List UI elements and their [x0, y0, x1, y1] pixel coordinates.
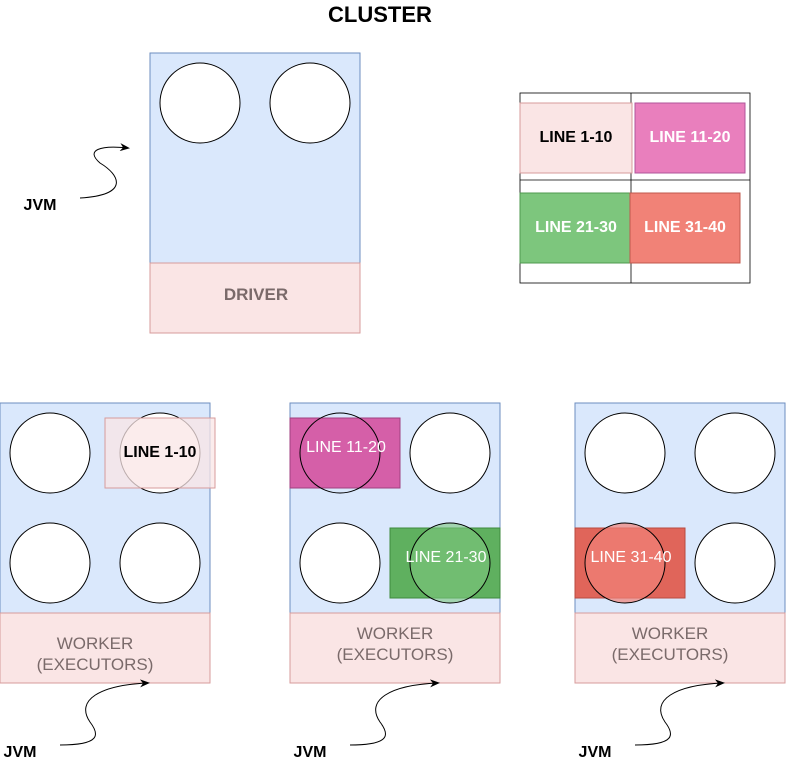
partition-1-box — [519, 102, 633, 174]
driver-footer — [149, 262, 361, 334]
grid-outline — [519, 92, 751, 284]
worker-label-sub: (EXECUTORS) — [37, 655, 154, 674]
partition-4-label: LINE 31-40 — [644, 219, 726, 236]
worker-label: WORKER — [357, 624, 434, 643]
driver-node: DRIVER — [149, 52, 361, 334]
worker-footer — [289, 612, 501, 684]
partition-2-box — [289, 417, 401, 489]
worker-footer — [574, 612, 786, 684]
worker-3-jvm-arrow — [634, 679, 725, 746]
executor-core-circle — [9, 412, 91, 494]
executor-core-circle — [584, 412, 666, 494]
driver-jvm-arrow — [79, 143, 130, 199]
diagram-title: CLUSTER — [328, 2, 432, 27]
partition-3-label: LINE 21-30 — [535, 219, 617, 236]
worker-1-jvm-label: JVM — [4, 744, 37, 761]
executor-core-circle — [299, 412, 381, 494]
worker-label-sub: (EXECUTORS) — [612, 645, 729, 664]
worker-3-jvm-label: JVM — [579, 744, 612, 761]
partition-3-box — [519, 192, 633, 264]
executor-core-circle — [299, 522, 381, 604]
partition-2-box — [634, 102, 746, 174]
partition-1-box — [104, 417, 216, 489]
executor-core-circle — [694, 412, 776, 494]
driver-label: DRIVER — [224, 285, 288, 304]
worker-label: WORKER — [57, 634, 134, 653]
partition-3-label: LINE 21-30 — [406, 549, 487, 566]
partition-2-label: LINE 11-20 — [650, 129, 731, 146]
worker-2-jvm-arrow — [349, 679, 440, 746]
executor-core-circle — [694, 522, 776, 604]
executor-core-circle — [119, 522, 201, 604]
worker-1-jvm-arrow — [59, 679, 150, 746]
executor-core-circle — [584, 522, 666, 604]
worker-2-jvm-label: JVM — [294, 744, 327, 761]
partition-grid: LINE 1-10 LINE 11-20 LINE 21-30 LINE 31-… — [519, 92, 751, 284]
worker-node-2: LINE 11-20 LINE 21-30 WORKER (EXECUTORS) — [289, 402, 501, 684]
executor-core-circle — [409, 412, 491, 494]
driver-core-circle — [159, 62, 241, 144]
worker-label-sub: (EXECUTORS) — [337, 645, 454, 664]
partition-4-label: LINE 31-40 — [591, 549, 672, 566]
worker-footer — [0, 612, 211, 684]
worker-node-1: LINE 1-10 WORKER (EXECUTORS) — [0, 402, 216, 684]
driver-core-circle — [269, 62, 351, 144]
executor-core-circle — [9, 522, 91, 604]
driver-jvm-label: JVM — [24, 197, 57, 214]
partition-1-label: LINE 1-10 — [540, 129, 613, 146]
partition-1-label: LINE 1-10 — [124, 444, 197, 461]
executor-core-circle — [409, 522, 491, 604]
worker-node-3: LINE 31-40 WORKER (EXECUTORS) — [574, 402, 786, 684]
worker-label: WORKER — [632, 624, 709, 643]
partition-4-box — [629, 192, 741, 264]
partition-2-label: LINE 11-20 — [306, 439, 386, 456]
